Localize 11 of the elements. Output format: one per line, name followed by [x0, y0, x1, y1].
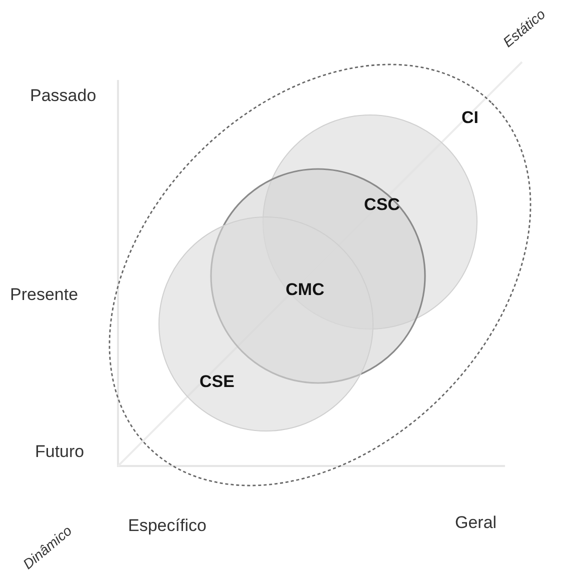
axis-tick-label: Passado	[30, 86, 96, 106]
axis-tick-label: Presente	[10, 285, 78, 305]
region-label: CI	[462, 108, 478, 128]
region-label: CSE	[200, 372, 234, 392]
axis-tick-label: Específico	[128, 516, 206, 536]
region-label: CSC	[364, 195, 400, 215]
circle	[158, 216, 374, 432]
dashed-ellipse	[107, 62, 533, 488]
region-label: CMC	[286, 280, 324, 300]
axis-tick-label: Futuro	[35, 442, 84, 462]
axis-tick-label: Geral	[455, 513, 497, 533]
